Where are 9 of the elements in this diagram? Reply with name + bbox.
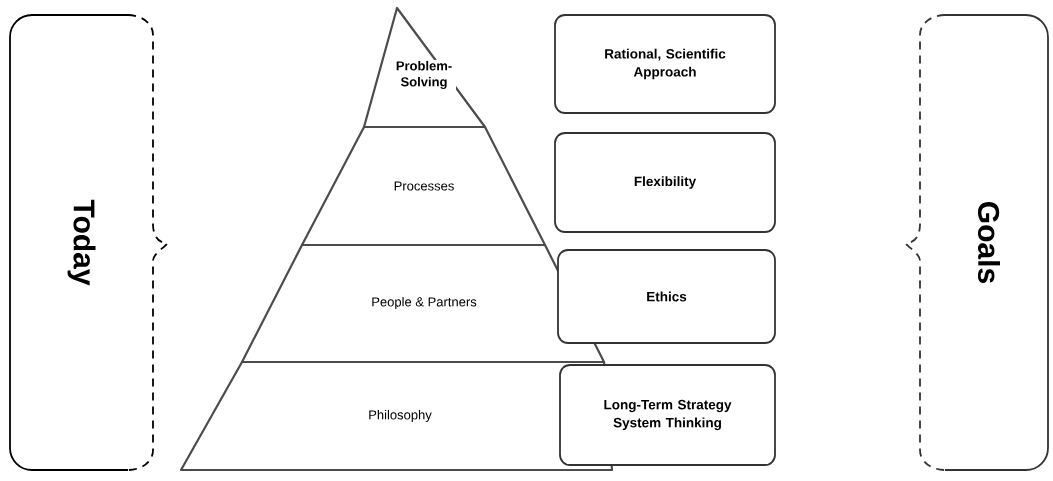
bracket-box: Today [9, 14, 168, 471]
pyramid-layer: People & Partners [240, 243, 606, 364]
goal-box: Rational, Scientific Approach [554, 14, 776, 114]
goal-box: Ethics [557, 249, 776, 344]
goal-box: Long-Term Strategy System Thinking [559, 364, 776, 466]
bracket-box: Goals [905, 14, 1049, 471]
pyramid-layer: Problem-Solving [362, 6, 487, 129]
pyramid-layer: Processes [300, 125, 547, 247]
goal-box: Flexibility [554, 132, 776, 233]
